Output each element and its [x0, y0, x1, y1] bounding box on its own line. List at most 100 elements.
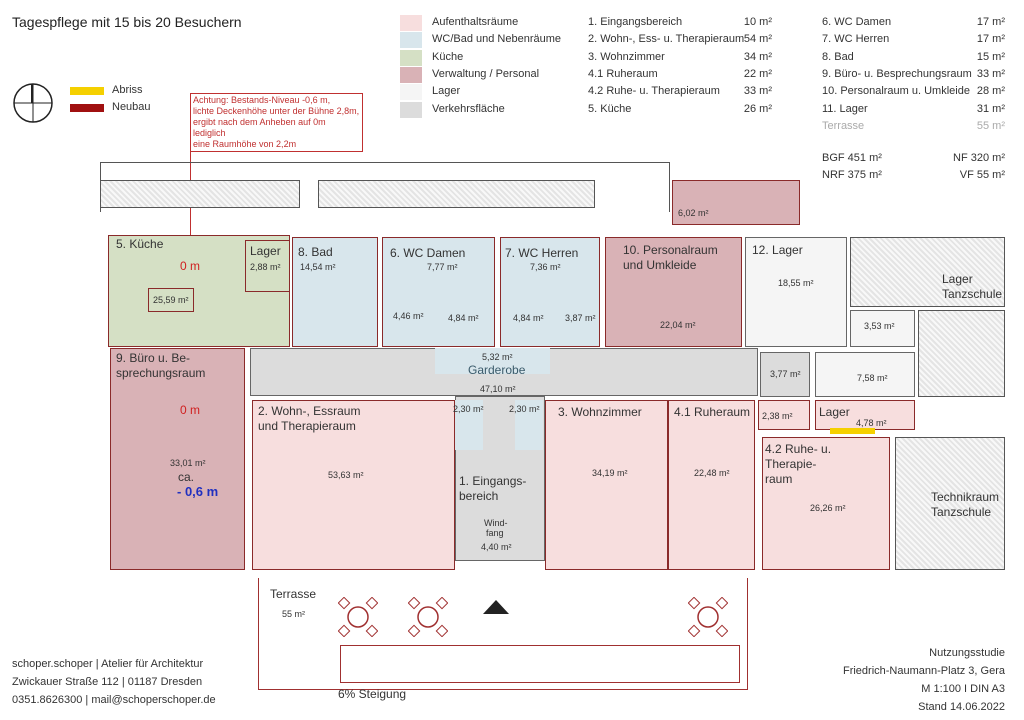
room-lager-478: [815, 400, 915, 430]
area-bad: 14,54 m²: [300, 262, 336, 272]
label-terrasse: Terrasse: [270, 587, 317, 601]
label-wc-damen: 6. WC Damen: [390, 246, 466, 260]
area-list-value: 31 m²: [976, 102, 1005, 115]
room-353: [850, 310, 915, 347]
area-238: 2,38 m²: [762, 411, 793, 421]
room-758: [815, 352, 915, 397]
terrace-outline: [258, 578, 748, 690]
room-personal-annex: [672, 180, 800, 225]
label-bad: 8. Bad: [298, 245, 333, 259]
area-list-value: 10 m²: [743, 16, 772, 28]
area-wc-herren-sub: 4,84 m²: [513, 313, 544, 323]
room-lager-12: [745, 237, 847, 347]
area-wc-small: 2,30 m²: [453, 404, 484, 414]
garderobe-area: [435, 348, 550, 374]
page-title: Tagespflege mit 15 bis 20 Besuchern: [12, 14, 242, 30]
level-buero: 0 m: [180, 403, 201, 417]
hatched-area: [918, 310, 1005, 397]
area-list-value: 15 m²: [976, 50, 1005, 63]
table-icon: [408, 597, 448, 637]
footer-line: M 1:100 I DIN A3: [921, 683, 1005, 695]
room-lager-small: [245, 240, 290, 292]
total-vf: VF 55 m²: [959, 169, 1005, 181]
area-list-value: 33 m²: [743, 85, 772, 98]
area-list-name: 7. WC Herren: [822, 33, 890, 46]
note-line: lichte Deckenhöhe unter der Bühne 2,8m,: [193, 106, 360, 116]
footer-line: Zwickauer Straße 112 | 01187 Dresden: [12, 676, 203, 688]
room-personal: [605, 237, 742, 347]
table-icon: [338, 597, 378, 637]
footer-line: 0351.8626300 | mail@schoperschoper.de: [12, 694, 216, 706]
label-wc-herren: 7. WC Herren: [505, 246, 579, 260]
ramp: [340, 645, 740, 683]
label-lager-tanzschule: Lager: [942, 272, 973, 286]
legend-swatch: [400, 32, 422, 49]
footer-line: schoper.schoper | Atelier für Architektu…: [12, 658, 204, 670]
abriss-label: Abriss: [112, 84, 143, 96]
room-238: [758, 400, 810, 430]
area-ruhe-41: 22,48 m²: [694, 468, 730, 478]
room-buero: [110, 348, 245, 570]
area-lager-small: 2,88 m²: [250, 262, 281, 272]
area-wohn: 53,63 m²: [328, 470, 364, 480]
legend-swatch: [400, 101, 422, 118]
neubau-swatch: [70, 104, 104, 112]
area-list-name: 6. WC Damen: [822, 16, 892, 28]
label-wohn: 2. Wohn-, Essraum: [258, 404, 361, 418]
area-personal-annex: 6,02 m²: [678, 208, 709, 218]
area-list-value: 26 m²: [743, 102, 772, 115]
area-list-name: 5. Küche: [588, 102, 632, 115]
area-terrasse: 55 m²: [282, 609, 306, 619]
room-technik: [895, 437, 1005, 570]
label-lager-tanzschule-2: Tanzschule: [942, 287, 1003, 301]
area-lager-12: 18,55 m²: [778, 278, 814, 288]
legend-label: WC/Bad und Nebenräume: [432, 33, 562, 46]
legend-swatch: [400, 84, 422, 101]
total-nf: NF 320 m²: [953, 152, 1005, 164]
label-technik-2: Tanzschule: [931, 505, 992, 519]
area-list-name: 9. Büro- u. Besprechungsraum: [822, 67, 972, 80]
label-eingang-2: bereich: [459, 489, 499, 503]
label-garderobe: Garderobe: [468, 363, 526, 377]
hatched-area: [100, 180, 300, 208]
label-lager-small: Lager: [250, 244, 281, 258]
entrance-arrow-icon: [483, 600, 509, 614]
legend-label: Lager: [432, 85, 461, 98]
label-buero: 9. Büro u. Be-: [116, 351, 191, 365]
area-buero: 33,01 m²: [170, 458, 206, 468]
hatched-area: [318, 180, 595, 208]
area-list-name: Terrasse: [822, 119, 865, 132]
neubau-label: Neubau: [112, 101, 151, 113]
area-windfang: 4,40 m²: [481, 542, 512, 552]
room-lager-tanzschule: [850, 237, 1005, 307]
area-list-name: 4.2 Ruhe- u. Therapieraum: [588, 85, 720, 98]
label-personal: 10. Personalraum: [623, 243, 718, 257]
area-lager-478: 4,78 m²: [856, 418, 887, 428]
note-line: eine Raumhöhe von 2,2m: [193, 139, 297, 149]
area-wc-herren: 7,36 m²: [530, 262, 561, 272]
label-lager-12: 12. Lager: [752, 243, 803, 257]
area-garderobe: 5,32 m²: [482, 352, 513, 362]
area-list-name: 3. Wohnzimmer: [588, 50, 665, 63]
legend-label: Küche: [432, 50, 464, 63]
area-377: 3,77 m²: [770, 369, 801, 379]
total-nrf: NRF 375 m²: [822, 169, 882, 181]
area-wc-small: 2,30 m²: [509, 404, 540, 414]
label-steigung: 6% Steigung: [338, 687, 407, 701]
area-list-value: 55 m²: [976, 119, 1005, 132]
area-kueche: 25,59 m²: [148, 288, 194, 312]
label-ruhe-41: 4.1 Ruheraum: [674, 405, 751, 419]
total-bgf: BGF 451 m²: [822, 152, 882, 164]
label-lager-478: Lager: [819, 405, 850, 419]
area-list-value: 22 m²: [743, 67, 772, 80]
area-list-value: 54 m²: [743, 33, 772, 46]
area-list-name: 4.1 Ruheraum: [588, 67, 658, 80]
table-icon: [688, 597, 728, 637]
footer-line: Stand 14.06.2022: [918, 701, 1005, 713]
label-buero-2: sprechungsraum: [116, 366, 206, 380]
legend-swatch: [400, 66, 422, 83]
area-list-name: 1. Eingangsbereich: [588, 16, 683, 28]
area-wc-damen-sub: 4,46 m²: [393, 311, 424, 321]
abriss-swatch: [70, 87, 104, 95]
footer-line: Nutzungsstudie: [929, 647, 1005, 659]
